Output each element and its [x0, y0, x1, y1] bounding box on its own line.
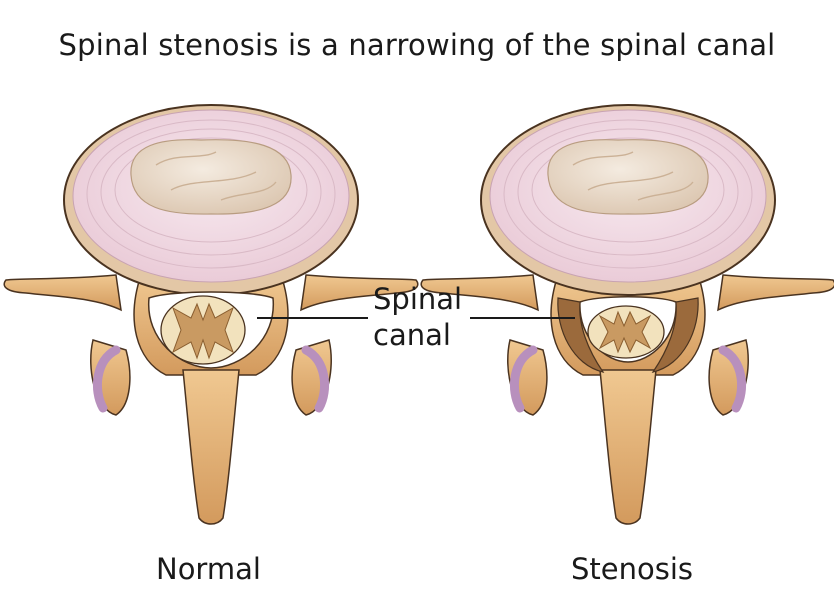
stenosis-vertebra — [421, 105, 834, 524]
normal-vertebra — [4, 105, 418, 524]
stenosis-spinal-cord — [587, 305, 665, 359]
caption-normal: Normal — [156, 552, 261, 586]
caption-stenosis: Stenosis — [571, 552, 694, 586]
normal-spinal-cord — [160, 295, 246, 365]
callout-label-line2: canal — [373, 318, 451, 352]
diagram-title: Spinal stenosis is a narrowing of the sp… — [58, 28, 776, 62]
callout-label-line1: Spinal — [373, 282, 463, 316]
